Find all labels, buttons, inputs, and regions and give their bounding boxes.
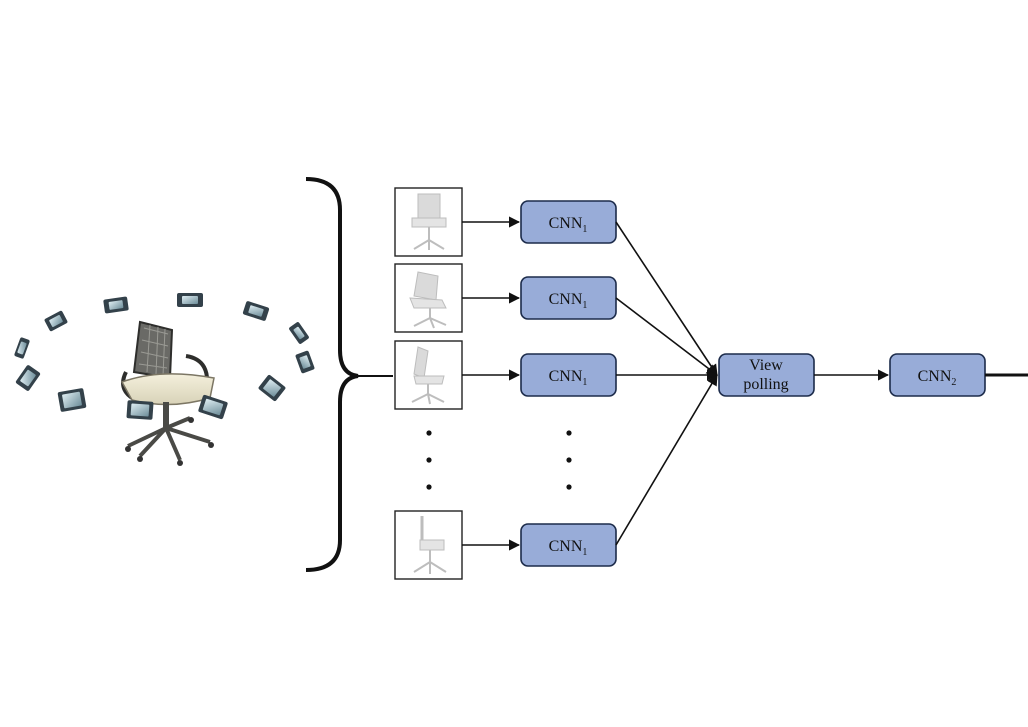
cnn2-label: CNN (918, 368, 952, 385)
svg-text:CNN2: CNN2 (918, 368, 957, 388)
cnn1-subscript: 1 (582, 224, 587, 235)
view-thumbnail-3 (394, 340, 463, 410)
svg-text:CNN1: CNN1 (549, 538, 588, 558)
arrow-cnn1-n-to-pooling (615, 374, 718, 546)
camera-icon (15, 365, 41, 391)
cnn1-label: CNN (549, 291, 583, 308)
camera-icon (258, 374, 286, 402)
arrow-cnn1-2-to-pooling (615, 297, 718, 376)
camera-icon (289, 322, 309, 344)
camera-icon (198, 394, 228, 420)
chair-view-front-image (411, 193, 447, 250)
view-thumbnail-1 (394, 187, 463, 257)
camera-icon (14, 337, 30, 359)
cnn1-box-view-3: CNN1 (520, 353, 617, 397)
view-bracket (305, 177, 359, 572)
view-thumbnail-2 (394, 263, 463, 333)
chair-view-profile-image (413, 516, 447, 574)
cnn1-box-view-n: CNN1 (520, 523, 617, 567)
office-chair-illustration (120, 320, 215, 466)
svg-text:CNN1: CNN1 (549, 291, 588, 311)
camera-icon (57, 388, 87, 412)
camera-icon (103, 296, 129, 314)
camera-icon (295, 350, 315, 374)
cnn1-subscript: 1 (582, 300, 587, 311)
cnn-ellipsis (566, 430, 572, 490)
cnn1-subscript: 1 (582, 377, 587, 388)
cnn1-box-view-1: CNN1 (520, 200, 617, 244)
camera-icon (177, 293, 203, 307)
svg-text:CNN1: CNN1 (549, 215, 588, 235)
cnn1-label: CNN (549, 538, 583, 555)
view-pooling-label-line1: View (749, 357, 783, 374)
svg-text:CNN1: CNN1 (549, 368, 588, 388)
view-thumbnail-n (394, 510, 463, 580)
view-pooling-label-line2: polling (743, 376, 788, 393)
cnn1-label: CNN (549, 215, 583, 232)
cnn1-subscript: 1 (582, 547, 587, 558)
cnn2-subscript: 2 (951, 377, 956, 388)
cnn1-label: CNN (549, 368, 583, 385)
view-pooling-box: View polling (718, 353, 815, 397)
camera-ring-front (15, 350, 315, 420)
chair-view-side-image (411, 346, 445, 405)
arrow-cnn1-1-to-pooling (615, 221, 718, 376)
camera-icon (242, 301, 270, 321)
camera-ring-back (14, 293, 309, 359)
camera-icon (44, 310, 68, 332)
cnn2-box: CNN2 (889, 353, 986, 397)
chair-with-cameras-illustration (14, 293, 315, 466)
camera-icon (126, 400, 154, 420)
chair-view-angled-image (409, 271, 447, 329)
cnn1-box-view-2: CNN1 (520, 276, 617, 320)
thumbnail-ellipsis (426, 430, 432, 490)
